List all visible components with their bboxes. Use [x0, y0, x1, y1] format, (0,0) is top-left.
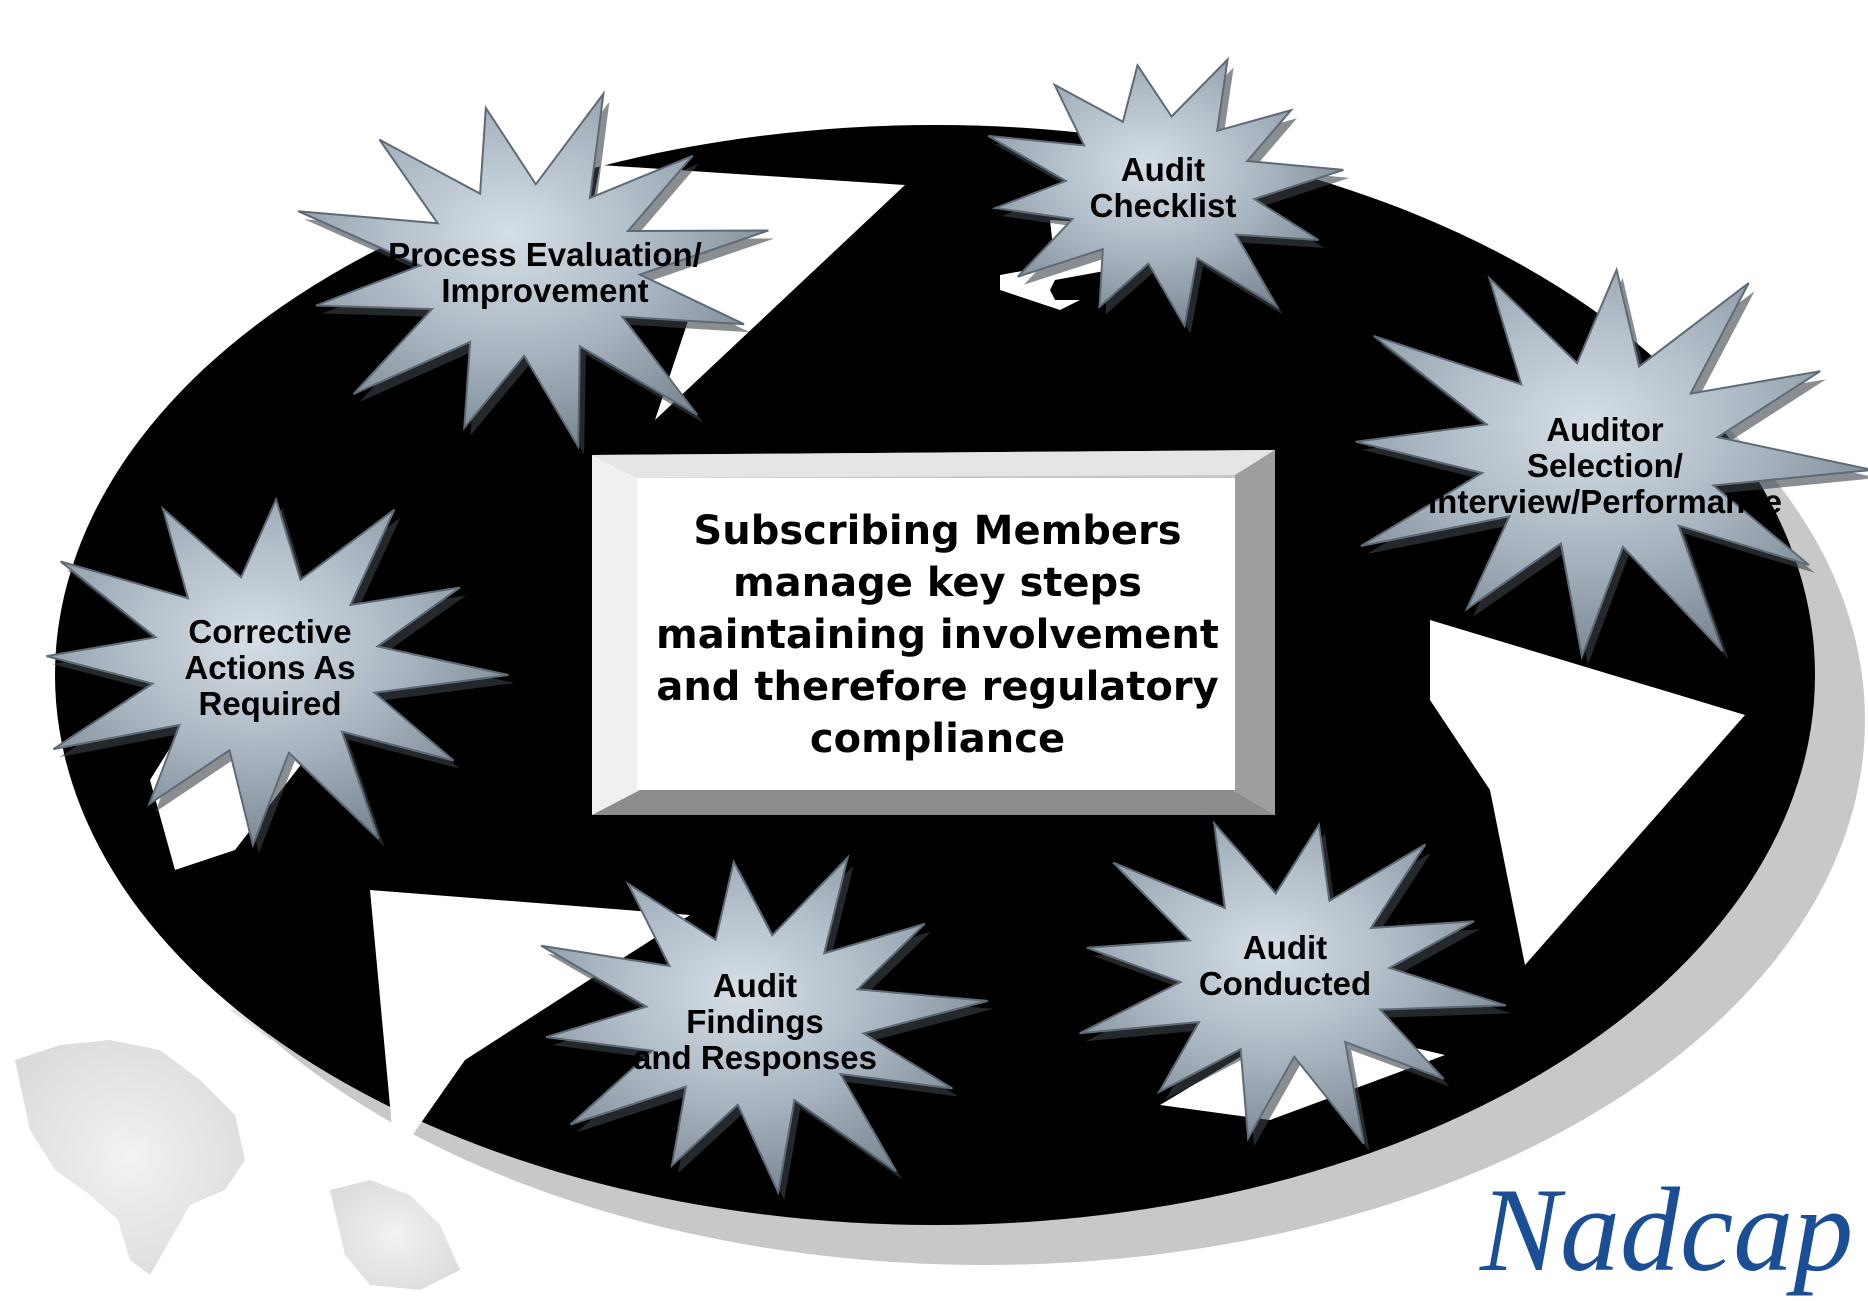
- step-label-audit-checklist: Audit Checklist: [1058, 152, 1268, 224]
- center-box-line: maintaining involvement: [640, 609, 1235, 661]
- center-box-text: Subscribing Members manage key steps mai…: [640, 505, 1235, 765]
- center-box-line: compliance: [640, 713, 1235, 765]
- center-box-line: manage key steps: [640, 557, 1235, 609]
- step-label-auditor-selection: Auditor Selection/ Interview/Performance: [1395, 412, 1815, 520]
- center-box-line: Subscribing Members: [640, 505, 1235, 557]
- step-label-audit-findings: Audit Findings and Responses: [615, 968, 895, 1076]
- step-label-corrective-actions: Corrective Actions As Required: [160, 614, 380, 722]
- center-box-line: and therefore regulatory: [640, 661, 1235, 713]
- nadcap-logo: Nadcap: [1480, 1170, 1853, 1290]
- step-label-audit-conducted: Audit Conducted: [1175, 930, 1395, 1002]
- step-label-process-evaluation: Process Evaluation/ Improvement: [360, 237, 730, 309]
